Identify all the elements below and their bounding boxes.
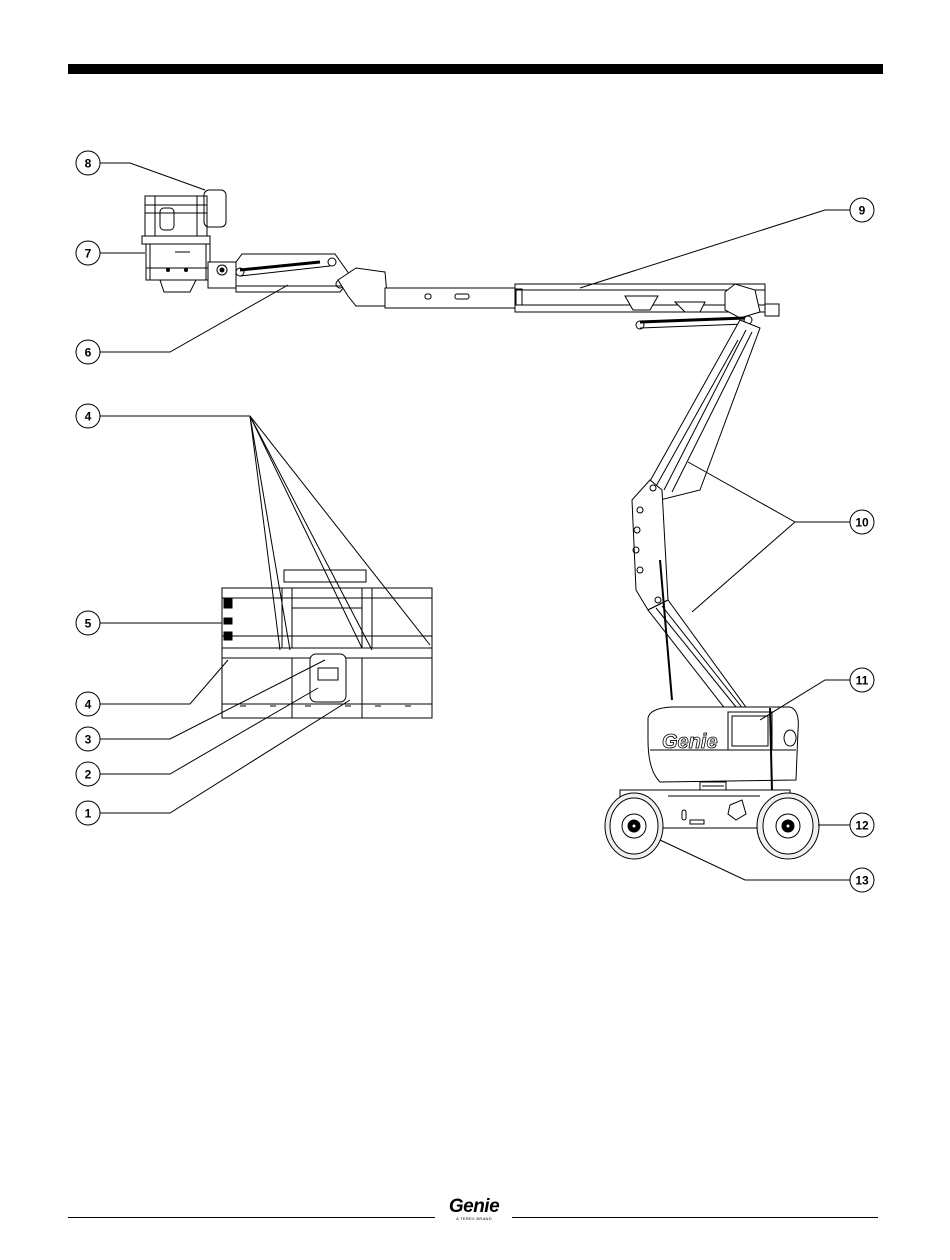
callout-1: 1 (76, 801, 100, 825)
callout-10: 10 (850, 510, 874, 534)
callout-8-label: 8 (85, 157, 92, 171)
footer-tagline: A TEREX BRAND (436, 1216, 512, 1221)
jib-and-rotator (208, 254, 352, 292)
turntable-logo: Genie (662, 731, 718, 753)
callout-4-lower-label: 4 (85, 698, 92, 712)
turntable: Genie (648, 707, 798, 792)
footer-brand: Genie (436, 1198, 512, 1216)
callout-4-upper-label: 4 (85, 410, 92, 424)
footer-rule-left (68, 1217, 435, 1218)
rear-wheel (605, 793, 663, 859)
callout-3: 3 (76, 727, 100, 751)
callout-4-lower: 4 (76, 692, 100, 716)
footer-logo: Genie A TEREX BRAND (436, 1198, 512, 1224)
front-wheel (757, 793, 819, 859)
callout-2-label: 2 (85, 768, 92, 782)
callout-10-label: 10 (855, 516, 869, 530)
callout-7: 7 (76, 241, 100, 265)
callout-11: 11 (850, 668, 874, 692)
callout-13: 13 (850, 868, 874, 892)
callout-2: 2 (76, 762, 100, 786)
callout-13-label: 13 (855, 874, 869, 888)
callout-6: 6 (76, 340, 100, 364)
callout-4-upper: 4 (76, 404, 100, 428)
callout-5-label: 5 (85, 617, 92, 631)
secondary-boom (632, 320, 760, 715)
primary-boom (338, 268, 779, 329)
callout-9: 9 (850, 198, 874, 222)
callout-7-label: 7 (85, 247, 92, 261)
callout-1-label: 1 (85, 807, 92, 821)
callout-9-label: 9 (859, 204, 866, 218)
platform-detail-view (222, 570, 432, 718)
callout-12-label: 12 (855, 819, 869, 833)
callout-12: 12 (850, 813, 874, 837)
callout-3-label: 3 (85, 733, 92, 747)
callout-11-label: 11 (856, 674, 869, 688)
callout-6-label: 6 (85, 346, 92, 360)
callout-5: 5 (76, 611, 100, 635)
footer-rule-right (512, 1217, 878, 1218)
machine-drawing: Genie (142, 190, 819, 859)
callout-8: 8 (76, 151, 100, 175)
